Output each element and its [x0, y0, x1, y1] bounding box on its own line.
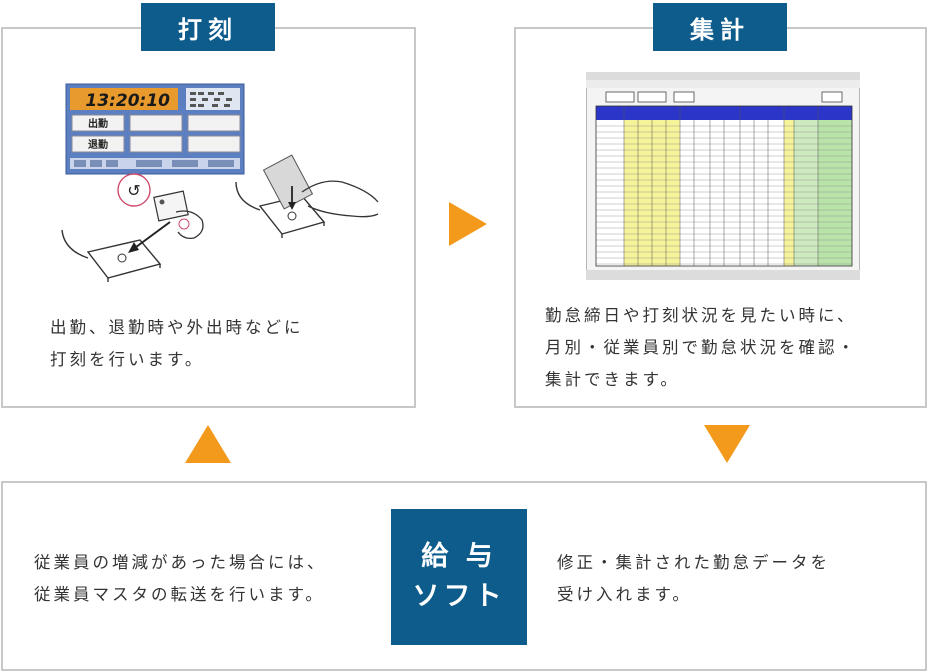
btn-out-label: 退勤 — [88, 138, 108, 151]
arrow-up-icon — [185, 425, 231, 463]
punch-title: 打刻 — [141, 3, 275, 51]
punch-illustration: 13:20:10 出勤 退勤 ↺ — [61, 83, 379, 282]
punch-desc-line-1: 出勤、退勤時や外出時などに — [50, 318, 304, 337]
salary-software-title: 給 与 ソフト — [391, 509, 527, 645]
salary-left-line-1: 従業員の増減があった場合には、 — [34, 553, 327, 572]
summary-description: 勤怠締日や打刻状況を見たい時に、 月別・従業員別で勤怠状況を確認・ 集計できます… — [545, 300, 857, 396]
salary-right-line-2: 受け入れます。 — [557, 585, 692, 604]
clock-time: 13:20:10 — [85, 91, 170, 111]
summary-title: 集計 — [653, 3, 787, 51]
arrow-right-icon — [449, 202, 487, 246]
punch-description: 出勤、退勤時や外出時などに 打刻を行います。 — [50, 312, 304, 376]
salary-title-line-1: 給 与 — [421, 541, 497, 572]
svg-text:↺: ↺ — [127, 181, 140, 200]
salary-left-description: 従業員の増減があった場合には、 従業員マスタの転送を行います。 — [34, 547, 327, 611]
salary-right-line-1: 修正・集計された勤怠データを — [557, 553, 830, 572]
salary-left-line-2: 従業員マスタの転送を行います。 — [34, 585, 325, 604]
punch-desc-line-2: 打刻を行います。 — [50, 350, 205, 369]
summary-desc-line-3: 集計できます。 — [545, 370, 680, 389]
salary-right-description: 修正・集計された勤怠データを 受け入れます。 — [557, 547, 830, 611]
spreadsheet-illustration — [586, 72, 860, 280]
summary-desc-line-2: 月別・従業員別で勤怠状況を確認・ — [545, 338, 857, 357]
summary-desc-line-1: 勤怠締日や打刻状況を見たい時に、 — [545, 306, 857, 325]
salary-title-line-2: ソフト — [412, 581, 506, 612]
btn-in-label: 出勤 — [88, 117, 108, 130]
arrow-down-icon — [704, 425, 750, 463]
